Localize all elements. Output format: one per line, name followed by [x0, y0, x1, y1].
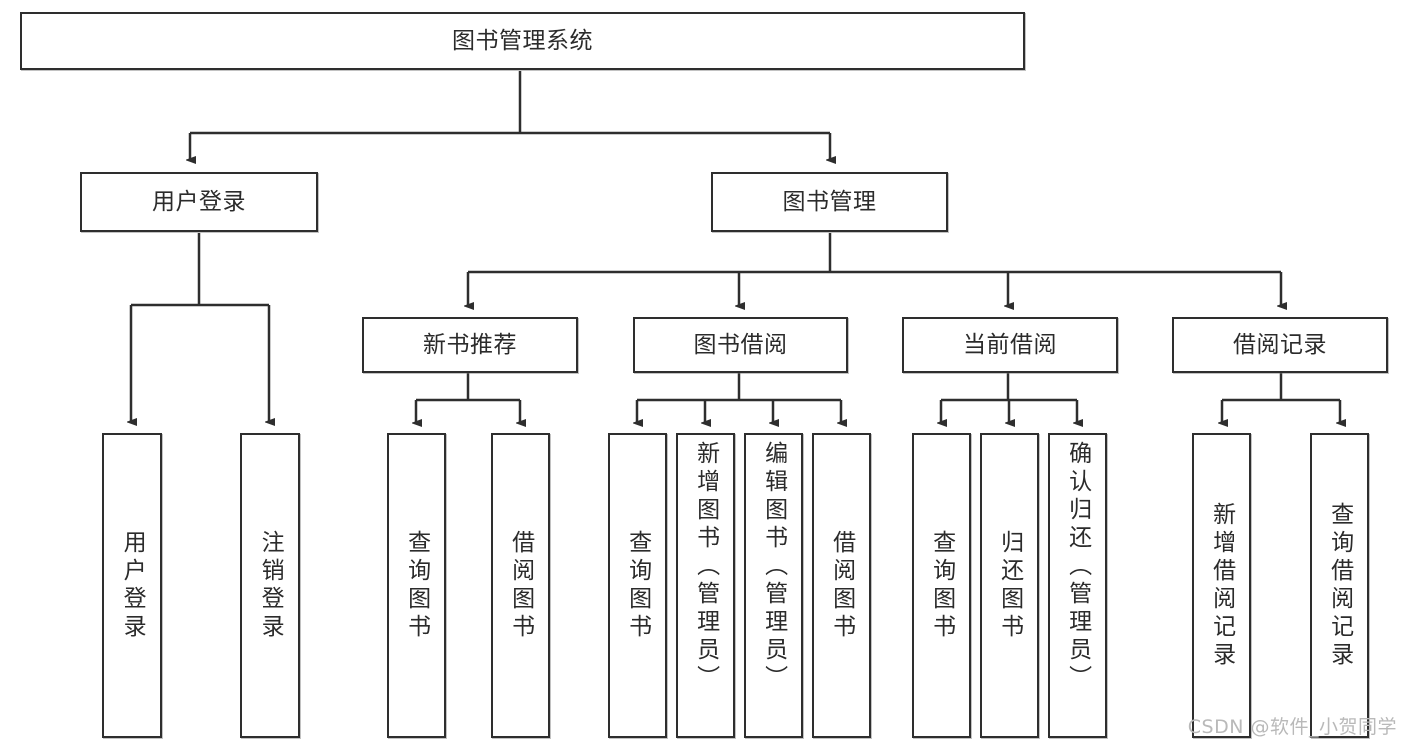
leaf-book-borrow-1[interactable]: 新增图书（管理员） [676, 433, 735, 738]
node-label: 当前借阅 [963, 331, 1057, 358]
node-label: 图书管理系统 [452, 27, 593, 54]
node-label: 用户登录 [152, 188, 246, 215]
leaf-current-borrow-2[interactable]: 确认归还（管理员） [1048, 433, 1107, 738]
node-label: 借阅记录 [1233, 331, 1327, 358]
node-label: 编辑图书（管理员） [760, 441, 787, 693]
node-label: 新增借阅记录 [1208, 501, 1235, 670]
leaf-book-borrow-2[interactable]: 编辑图书（管理员） [744, 433, 803, 738]
node-book-management[interactable]: 图书管理 [711, 172, 948, 232]
leaf-user-login-1[interactable]: 注销登录 [240, 433, 300, 738]
leaf-current-borrow-0[interactable]: 查询图书 [912, 433, 971, 738]
leaf-current-borrow-1[interactable]: 归还图书 [980, 433, 1039, 738]
node-label: 确认归还（管理员） [1064, 441, 1091, 693]
node-label: 图书借阅 [693, 331, 788, 358]
node-current-borrow[interactable]: 当前借阅 [902, 317, 1118, 373]
node-user-login[interactable]: 用户登录 [80, 172, 318, 232]
node-label: 图书管理 [782, 188, 877, 215]
node-label: 新增图书（管理员） [692, 441, 719, 693]
leaf-new-book-1[interactable]: 借阅图书 [491, 433, 550, 738]
node-label: 新书推荐 [423, 331, 517, 358]
leaf-borrow-record-1[interactable]: 查询借阅记录 [1310, 433, 1369, 738]
node-label: 借阅图书 [507, 529, 534, 642]
node-label: 用户登录 [119, 529, 146, 642]
node-label: 借阅图书 [828, 529, 855, 642]
leaf-new-book-0[interactable]: 查询图书 [387, 433, 446, 738]
node-borrow-record[interactable]: 借阅记录 [1172, 317, 1388, 373]
node-book-borrow[interactable]: 图书借阅 [633, 317, 848, 373]
node-root-book-management-system[interactable]: 图书管理系统 [20, 12, 1025, 70]
node-label: 查询图书 [928, 529, 955, 642]
node-label: 查询图书 [403, 529, 430, 642]
leaf-borrow-record-0[interactable]: 新增借阅记录 [1192, 433, 1251, 738]
leaf-user-login-0[interactable]: 用户登录 [102, 433, 162, 738]
leaf-book-borrow-3[interactable]: 借阅图书 [812, 433, 871, 738]
node-label: 查询借阅记录 [1326, 501, 1353, 670]
node-new-book-recommend[interactable]: 新书推荐 [362, 317, 578, 373]
node-label: 查询图书 [624, 529, 651, 642]
node-label: 归还图书 [996, 529, 1023, 642]
node-label: 注销登录 [257, 529, 284, 642]
watermark-text: CSDN @软件_小贺同学 [1187, 716, 1397, 738]
leaf-book-borrow-0[interactable]: 查询图书 [608, 433, 667, 738]
